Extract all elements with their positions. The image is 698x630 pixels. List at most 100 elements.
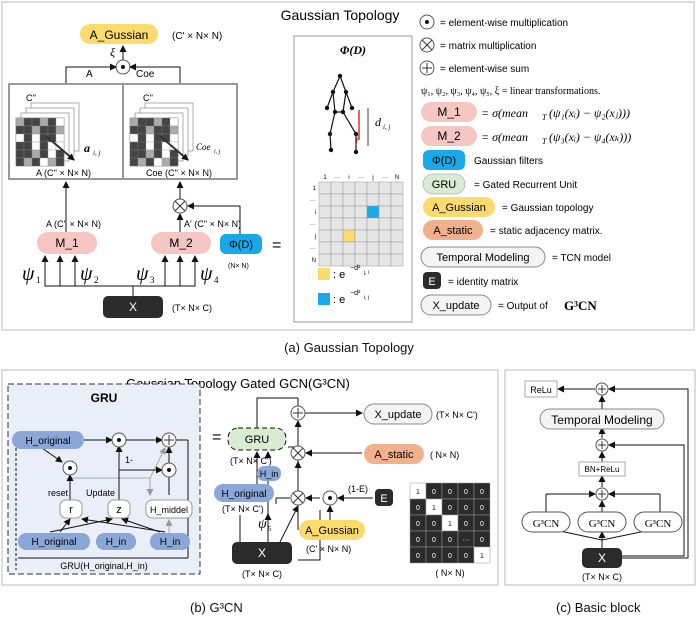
arrow-phi-to-otimes (187, 202, 241, 234)
skeleton-graph (324, 73, 369, 155)
legend-m2-label: M_2 (437, 129, 461, 143)
e-node-label: E (380, 493, 387, 505)
matrix-arrow (45, 135, 75, 161)
matrix-cell (15, 141, 25, 151)
g3cn-node-1 (521, 511, 571, 533)
matrix-col-label: 1 (323, 175, 327, 181)
matrix-cell (390, 193, 404, 207)
matrix-cell (390, 181, 404, 195)
identity-cell-value: 1 (416, 489, 420, 496)
yellow-exp-sub: j, i (363, 270, 369, 276)
xi-label: ξ (110, 45, 116, 59)
matrix-cell (366, 205, 380, 219)
skeleton-joint (353, 131, 359, 137)
b-a-gussian-label: A_Gussian (305, 525, 359, 537)
yellow-swatch (318, 268, 330, 280)
matrix-cell (145, 149, 155, 159)
gru-h-in-label-2: H_in (160, 537, 181, 548)
matrix-cell (318, 229, 332, 243)
bn-relu-label: BN+ReLu (585, 465, 620, 474)
blue-swatch (318, 293, 330, 305)
panel-a-frame (1, 1, 695, 331)
matrix-cell (137, 149, 147, 159)
main-h-original-node (214, 484, 274, 502)
matrix-col-label: N (395, 175, 399, 181)
legend-temporal-node (420, 246, 546, 268)
matrix-cell (15, 149, 25, 159)
cpp-left: C'' (26, 93, 36, 103)
matrix-cell (342, 229, 356, 243)
phi-graph-title: Φ(D) (340, 43, 366, 57)
matrix-cell (390, 205, 404, 219)
matrix-cell (161, 157, 171, 167)
matrix-cell (55, 117, 65, 127)
matrix-cell (161, 117, 171, 127)
identity-cell-value: 0 (480, 505, 484, 512)
identity-cell-value: 0 (464, 521, 468, 528)
matrix-cell (330, 253, 344, 267)
legend-m2-eq-rest: (ψ₃(xᵢ) − ψ₄(xₖ))) (549, 130, 631, 144)
legend-astatic-label: A_static (433, 225, 473, 237)
matrix-cell (55, 157, 65, 167)
panel-c-caption: (c) Basic block (556, 600, 641, 615)
j-label: j (354, 135, 359, 146)
matrix-cell (342, 241, 356, 255)
a-gussian-node (80, 24, 158, 44)
matrix-cell (23, 157, 33, 167)
matrix-cell (145, 125, 155, 135)
c-temporal-label: Temporal Modeling (551, 413, 652, 427)
a-ij-sub: i, j (93, 149, 100, 157)
matrix-cell (330, 205, 344, 219)
matrix-col-label: ··· (334, 175, 340, 181)
gru-fn-label: GRU(H_original,H_in) (60, 561, 148, 571)
matrix-cell (47, 149, 57, 159)
matrix-cell (47, 157, 57, 167)
main-h-original-label: H_original (221, 489, 266, 500)
equals-a: = (272, 237, 281, 254)
skeleton-joint (343, 89, 349, 95)
matrix-cell (318, 253, 332, 267)
matrix-cell (318, 181, 332, 195)
matrix-cell (161, 125, 171, 135)
psi2-sub: 2 (94, 275, 99, 285)
matrix-cell (354, 181, 368, 195)
skeleton-bone (329, 111, 336, 135)
psi3-label: ψ (136, 263, 149, 285)
gru-z-node (107, 499, 131, 519)
identity-dim: ( N× N) (435, 568, 464, 578)
matrix-cell (342, 205, 356, 219)
g3cn-label-1: G³CN (533, 518, 560, 530)
m1-node-label: M_1 (55, 236, 79, 250)
legend-xupdate-node (420, 294, 492, 316)
legend-xupdate-label: X_update (432, 300, 479, 312)
matrix-col-label: i (348, 175, 349, 181)
matrix-cell (366, 217, 380, 231)
matrix-cell (378, 205, 392, 219)
skeleton-bone (332, 75, 341, 93)
matrix-cell (23, 149, 33, 159)
legend: = element-wise multiplication = matrix m… (419, 14, 631, 316)
coe-ij-sub: i, j (214, 149, 221, 155)
skeleton-bone (345, 91, 353, 109)
matrix-cell (354, 193, 368, 207)
panel-b-frame (1, 369, 499, 586)
matrix-cell (145, 141, 155, 151)
x-node-a-label: X (129, 300, 137, 314)
legend-odot-icon-dot (425, 20, 429, 24)
cpp-right: C'' (143, 93, 153, 103)
matrix-cell (145, 117, 155, 127)
m1-dim: A (C'' × N× N) (46, 219, 101, 229)
stacked-matrix-left (15, 102, 80, 167)
identity-cell-value: ··· (463, 537, 470, 544)
stacked-matrix-right (129, 102, 194, 167)
x-dim-c: (T× N× C) (582, 572, 622, 582)
identity-cell-value: 0 (480, 537, 484, 544)
legend-gru-node (422, 173, 466, 195)
matrix-cell (145, 133, 155, 143)
matrix-cell (137, 125, 147, 135)
psi5-label: ψ (258, 517, 267, 532)
g3cn-label-2: G³CN (589, 518, 616, 530)
legend-agussian-label: A_Gussian (432, 202, 486, 214)
matrix-cell (129, 141, 139, 151)
matrix-cell (169, 133, 179, 143)
